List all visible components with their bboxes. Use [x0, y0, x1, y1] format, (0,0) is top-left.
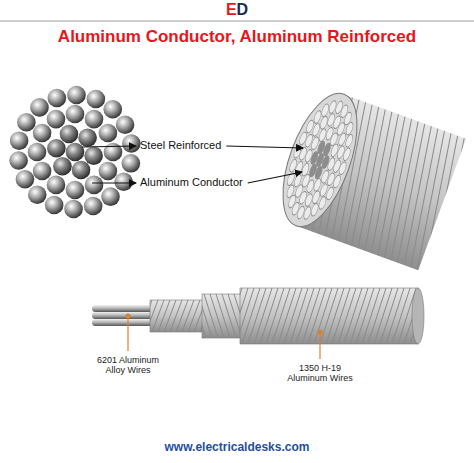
title: Aluminum Conductor, Aluminum Reinforced: [0, 27, 474, 47]
leader-lines: [126, 314, 323, 360]
header-rule: [0, 21, 474, 22]
part-label: Steel Reinforced: [140, 139, 221, 152]
wire-label: 6201 Aluminum Alloy Wires: [88, 355, 168, 376]
cable-3d: [258, 81, 474, 290]
part-label: Aluminum Conductor: [140, 176, 243, 189]
cross-section: [9, 86, 140, 219]
website-url: www.electricaldesks.com: [0, 441, 474, 455]
wire-label: 1350 H-19 Aluminum Wires: [282, 363, 358, 384]
cable-cutaway: [92, 288, 452, 344]
logo: ED: [0, 1, 474, 19]
